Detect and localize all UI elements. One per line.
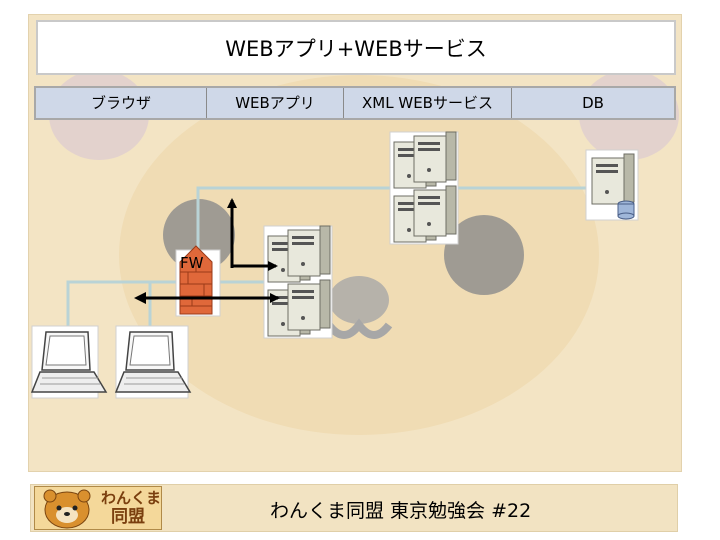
bear-mouth [325, 318, 393, 339]
bear-nose [329, 276, 389, 324]
double-arrow-head-left [134, 292, 146, 304]
backbone-connection-line [196, 186, 600, 268]
layer-label-db: DB [582, 94, 604, 112]
layer-divider [511, 88, 512, 118]
bear-face-shape [119, 75, 599, 435]
bear-mascot-icon [43, 489, 91, 529]
webapp-server-cluster [263, 225, 333, 339]
db-server-icon [585, 149, 639, 221]
logo-text-line2: 同盟 [111, 507, 145, 527]
layer-label-xml-webservice: XML WEBサービス [362, 94, 493, 112]
firewall-label: FW [180, 254, 204, 272]
wankuma-logo: わんくま 同盟 [34, 486, 162, 530]
layer-label-webapp: WEBアプリ [235, 94, 315, 112]
server-icon [591, 153, 635, 205]
server-icon [287, 225, 331, 277]
layer-divider [343, 88, 344, 118]
logo-text-line1: わんくま [101, 489, 162, 507]
bear-watermark [49, 70, 679, 435]
laptop-icon [115, 325, 191, 399]
server-icon [287, 279, 331, 331]
server-icon [413, 131, 457, 183]
footer-text: わんくま同盟 東京勉強会 #22 [270, 500, 532, 522]
layer-header-bar: ブラウザ WEBアプリ XML WEBサービス DB [34, 86, 676, 120]
laptop-icon [31, 325, 107, 399]
xml-webservice-server-cluster [389, 131, 459, 245]
layer-label-browser: ブラウザ [90, 94, 151, 112]
bear-eye-right [444, 215, 524, 295]
layer-divider [206, 88, 207, 118]
slide-title: WEBアプリ+WEBサービス [36, 20, 676, 75]
server-icon [413, 185, 457, 237]
